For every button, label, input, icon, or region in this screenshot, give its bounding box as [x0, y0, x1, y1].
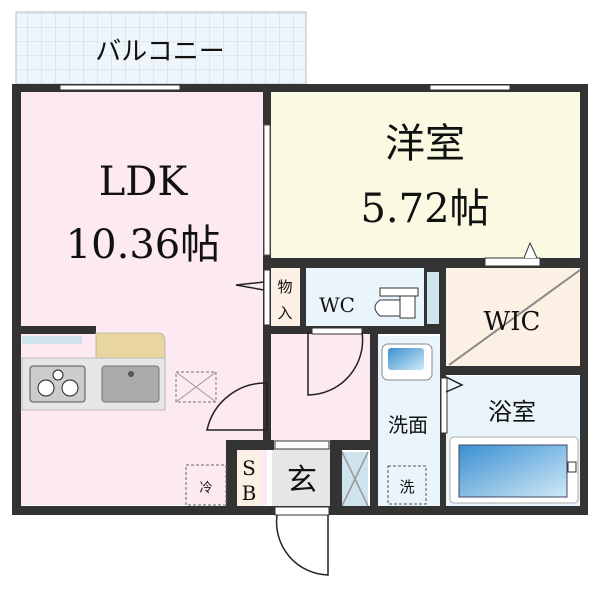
doors — [206, 281, 464, 576]
ldk-room — [20, 90, 267, 505]
wc-label: WC — [319, 293, 355, 317]
western-room — [270, 90, 580, 258]
wic-room — [446, 268, 580, 366]
shoebox-label-top: S — [242, 456, 256, 480]
entrance-label: 玄 — [287, 463, 317, 498]
washer-space — [387, 465, 427, 505]
entrance-room — [272, 448, 330, 506]
kitchen — [21, 332, 217, 411]
fridge-label: 冷 — [199, 481, 212, 496]
storage-label-top: 物 — [277, 278, 292, 296]
hallway — [270, 330, 370, 442]
ldk-label: LDK — [99, 159, 189, 205]
balcony-label: バルコニー — [95, 37, 224, 67]
sink-icon — [101, 365, 160, 403]
storage-room — [270, 268, 302, 326]
shoebox — [237, 452, 261, 506]
washroom-label: 洗面 — [388, 413, 428, 437]
toilet-icon — [374, 287, 419, 319]
bath-label: 浴室 — [488, 398, 536, 426]
ldk-size: 10.36帖 — [66, 222, 221, 268]
range-hood-icon — [175, 371, 217, 403]
washer-label: 洗 — [399, 478, 414, 496]
western-label: 洋室 — [385, 121, 465, 167]
fridge-space — [185, 464, 227, 506]
balcony: バルコニー — [15, 11, 307, 85]
shoebox-label-bottom: B — [242, 481, 257, 505]
storage-label-bottom: 入 — [277, 304, 292, 322]
western-size: 5.72帖 — [360, 186, 489, 232]
wic-label: WIC — [484, 307, 541, 337]
